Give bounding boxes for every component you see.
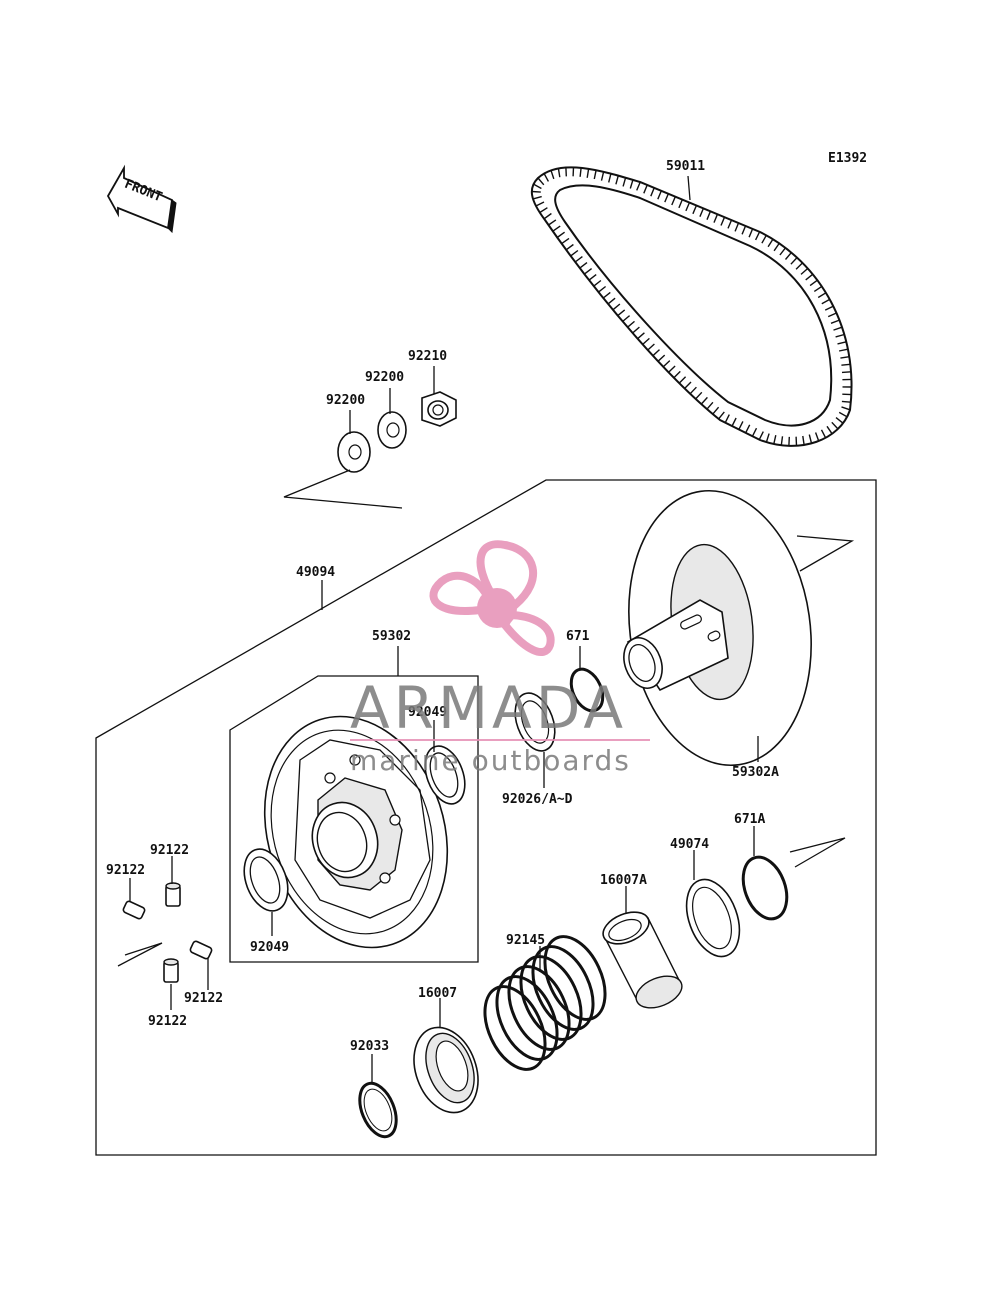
label-92122-1: 92122 [150,843,189,858]
circlip-92033 [358,1081,398,1139]
cam-16007 [413,1026,479,1114]
washer-92200-a [337,431,371,473]
fixed-sheave [623,489,812,767]
label-92122-3: 92122 [184,991,223,1006]
assembly-outline [95,479,877,1156]
nut-92210 [421,391,457,427]
slider-92122-3 [189,940,213,960]
label-59011: 59011 [666,159,705,174]
watermark-brand: ARMADA [350,674,627,742]
oring-671 [569,667,605,713]
label-92122-4: 92122 [148,1014,187,1029]
label-16007: 16007 [418,986,457,1001]
label-671: 671 [566,629,590,644]
spring-coil [507,965,571,1051]
label-92200-a: 92200 [326,393,365,408]
diagram-code: E1392 [828,151,867,166]
spring-coil [483,985,547,1071]
drive-belt [530,166,853,447]
label-92049-top: 92049 [408,705,447,720]
slider-92122-4 [163,958,179,983]
ramp-49074 [685,878,741,958]
label-49074: 49074 [670,837,709,852]
movable-sheave [263,715,449,949]
bushing-92049-top [424,745,466,805]
armada-watermark: ARMADA marine outboards [350,540,650,777]
sheave-outline [229,675,479,963]
label-92200-b: 92200 [365,370,404,385]
label-16007A: 16007A [600,873,647,888]
spring-coil [531,945,595,1031]
label-92049-bottom: 92049 [250,940,289,955]
front-arrow-icon: FRONT [106,164,177,234]
label-671A: 671A [734,812,765,827]
shim-92026 [514,692,556,752]
label-49094: 49094 [296,565,335,580]
propeller-logo-icon [429,540,555,656]
bushing-92049-bottom [243,848,289,912]
label-92145: 92145 [506,933,545,948]
spring-coil [495,975,559,1061]
spring-coil [519,955,583,1041]
washer-92200-b [377,411,407,449]
spring-92145 [483,935,607,1071]
cam-16007A [602,911,683,1009]
label-59302A: 59302A [732,765,779,780]
label-92122-2: 92122 [106,863,145,878]
label-92026: 92026/A~D [502,792,573,807]
label-92210: 92210 [408,349,447,364]
watermark-tagline: marine outboards [350,744,631,777]
slider-92122-2 [122,900,146,920]
slider-92122-1 [165,882,181,907]
oring-671A [741,855,789,921]
spring-coil [543,935,607,1021]
label-92033: 92033 [350,1039,389,1054]
label-59302: 59302 [372,629,411,644]
